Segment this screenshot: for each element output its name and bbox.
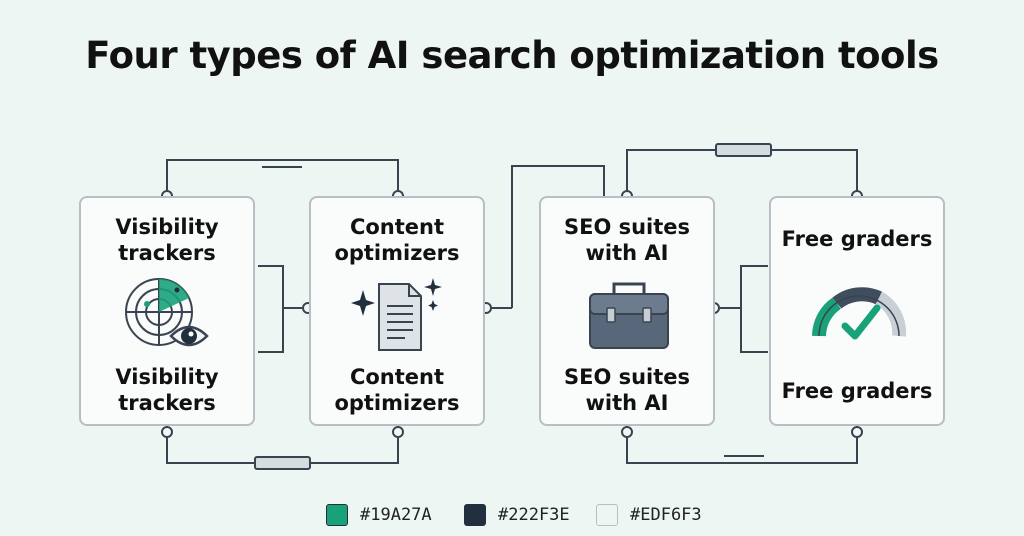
legend-item: #222F3E <box>464 504 570 526</box>
card-label-top: Free graders <box>781 227 933 251</box>
legend-label: #EDF6F3 <box>630 505 702 525</box>
card-label-bottom: Free graders <box>781 379 933 403</box>
card-label-top: Content optimizers <box>334 215 460 265</box>
card-label-top: Visibility trackers <box>115 215 219 265</box>
legend-item: #19A27A <box>326 504 432 526</box>
legend-label: #19A27A <box>360 505 432 525</box>
legend-swatch <box>596 504 618 526</box>
radar-eye-icon <box>119 276 219 356</box>
page-title: Four types of AI search optimization too… <box>85 34 939 77</box>
card-label-bottom: SEO suites with AI <box>563 365 691 415</box>
legend-label: #222F3E <box>498 505 570 525</box>
card-label-top: SEO suites with AI <box>563 215 691 265</box>
document-sparkle-icon <box>349 276 449 356</box>
card-visibility-trackers: Visibility trackers Visibility trackers <box>79 196 255 426</box>
card-content-optimizers: Content optimizers Content optimizers <box>309 196 485 426</box>
card-free-graders: Free graders Free graders <box>769 196 945 426</box>
card-seo-suites: SEO suites with AI SEO suites with AI <box>539 196 715 426</box>
card-label-bottom: Visibility trackers <box>115 365 219 415</box>
legend-swatch <box>326 504 348 526</box>
legend-swatch <box>464 504 486 526</box>
gauge-check-icon <box>809 276 909 356</box>
toolbox-icon <box>579 276 679 356</box>
color-legend: #19A27A #222F3E #EDF6F3 <box>0 504 1024 528</box>
card-label-bottom: Content optimizers <box>334 365 460 415</box>
legend-item: #EDF6F3 <box>596 504 702 526</box>
